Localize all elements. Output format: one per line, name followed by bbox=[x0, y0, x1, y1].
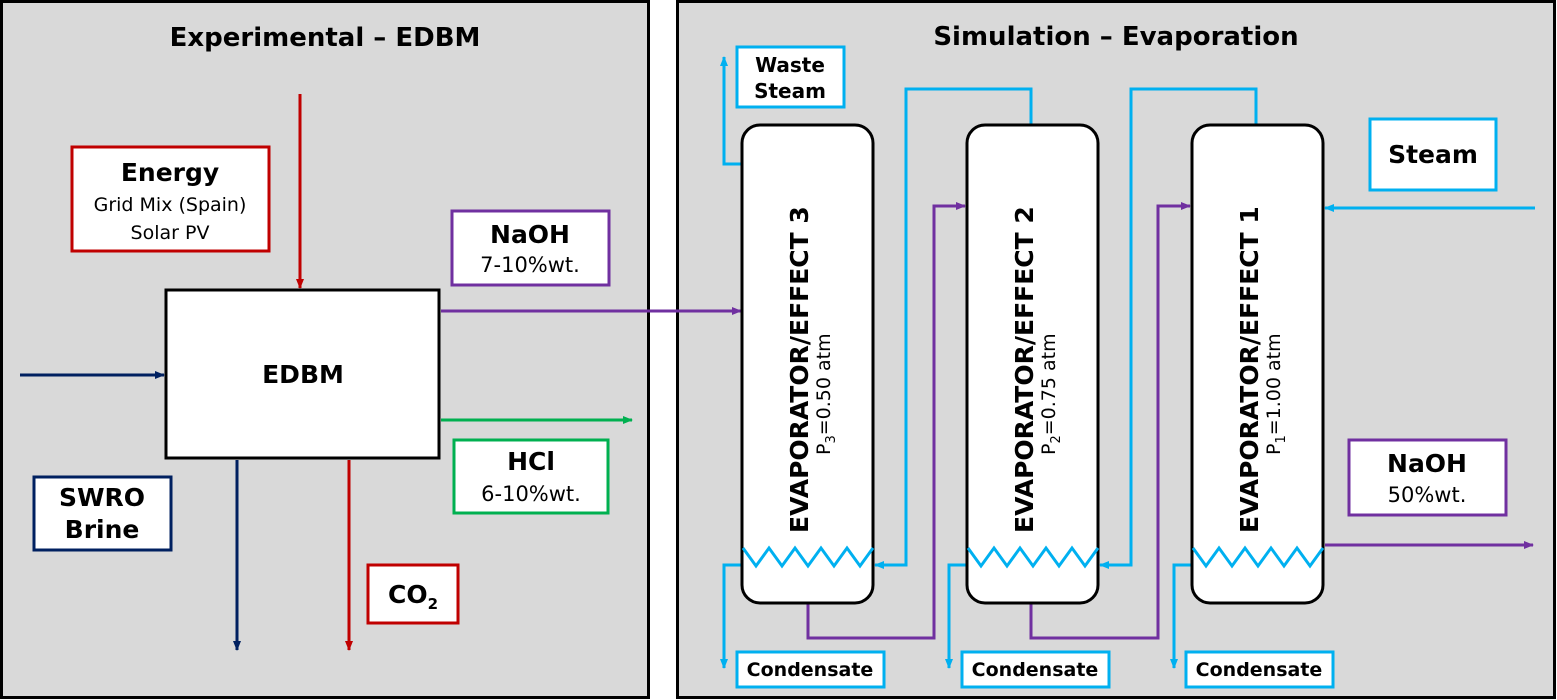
swro-label: SWRO bbox=[59, 483, 145, 512]
condensate-label-1: Condensate bbox=[1196, 659, 1323, 681]
condensate-box-3 bbox=[735, 650, 886, 689]
evaporator-3-label: EVAPORATOR/EFFECT 3 bbox=[785, 206, 814, 533]
co2-box bbox=[366, 563, 460, 625]
waste-steam-box bbox=[735, 45, 846, 109]
evaporator-effect-2: EVAPORATOR/EFFECT 2 P2=0.75 atm bbox=[965, 123, 1100, 605]
evaporator-1-label: EVAPORATOR/EFFECT 1 bbox=[1235, 206, 1264, 533]
evaporator-1-pressure: P1=1.00 atm bbox=[1263, 333, 1289, 455]
vapor-line-effect-1-to-2 bbox=[1099, 87, 1258, 569]
hcl-concentration: 6-10%wt. bbox=[481, 482, 581, 506]
edbm-label: EDBM bbox=[262, 360, 344, 389]
energy-title: Energy bbox=[121, 158, 219, 187]
hcl-title: HCl bbox=[507, 447, 555, 476]
evaporator-1-vessel bbox=[1190, 123, 1325, 605]
condensate-arrow-1 bbox=[1170, 563, 1193, 669]
experimental-panel-title: Experimental – EDBM bbox=[170, 23, 481, 53]
swro-brine-box bbox=[32, 475, 173, 552]
naoh-product-box bbox=[1347, 438, 1508, 517]
evaporator-2-pressure: P2=0.75 atm bbox=[1038, 333, 1064, 455]
evaporator-effect-3: EVAPORATOR/EFFECT 3 P3=0.50 atm bbox=[740, 123, 875, 605]
condensate-box-1 bbox=[1184, 650, 1335, 689]
evaporator-2-label: EVAPORATOR/EFFECT 2 bbox=[1010, 206, 1039, 533]
naoh-intermediate-concentration: 7-10%wt. bbox=[480, 253, 580, 277]
condensate-arrow-3 bbox=[720, 563, 743, 669]
condensate-label-2: Condensate bbox=[972, 659, 1099, 681]
energy-box bbox=[70, 145, 271, 253]
hcl-box bbox=[452, 438, 610, 515]
co2-label: CO2 bbox=[388, 580, 438, 613]
energy-solar-pv-label: Solar PV bbox=[131, 222, 210, 244]
liquor-line-effect-2-to-1 bbox=[1029, 202, 1191, 640]
steam-label: Steam bbox=[1388, 140, 1478, 169]
steam-box bbox=[1368, 117, 1498, 192]
evaporator-1-heating-coil bbox=[1191, 545, 1325, 569]
waste-steam-arrow bbox=[720, 56, 743, 166]
liquor-line-effect-3-to-2 bbox=[806, 202, 966, 640]
condensate-label-3: Condensate bbox=[747, 659, 874, 681]
evaporator-3-heating-coil bbox=[741, 545, 875, 569]
evaporator-3-pressure: P3=0.50 atm bbox=[813, 333, 839, 455]
naoh-product-title: NaOH bbox=[1387, 449, 1467, 478]
simulation-panel-title: Simulation – Evaporation bbox=[933, 22, 1298, 52]
evaporator-3-vessel bbox=[740, 123, 875, 605]
naoh-intermediate-box bbox=[450, 209, 611, 287]
evaporator-2-heating-coil bbox=[966, 545, 1100, 569]
evaporator-2-vessel bbox=[965, 123, 1100, 605]
evaporator-effect-1: EVAPORATOR/EFFECT 1 P1=1.00 atm bbox=[1190, 123, 1325, 605]
waste-label: Waste bbox=[755, 53, 825, 77]
condensate-box-2 bbox=[960, 650, 1111, 689]
edbm-box bbox=[164, 288, 441, 460]
steam-word-label: Steam bbox=[754, 79, 826, 103]
naoh-intermediate-title: NaOH bbox=[490, 220, 570, 249]
energy-grid-mix-label: Grid Mix (Spain) bbox=[94, 194, 247, 216]
brine-label: Brine bbox=[65, 515, 140, 544]
vapor-line-effect-2-to-3 bbox=[874, 87, 1033, 569]
condensate-arrow-2 bbox=[945, 563, 968, 669]
naoh-product-concentration: 50%wt. bbox=[1388, 483, 1467, 507]
